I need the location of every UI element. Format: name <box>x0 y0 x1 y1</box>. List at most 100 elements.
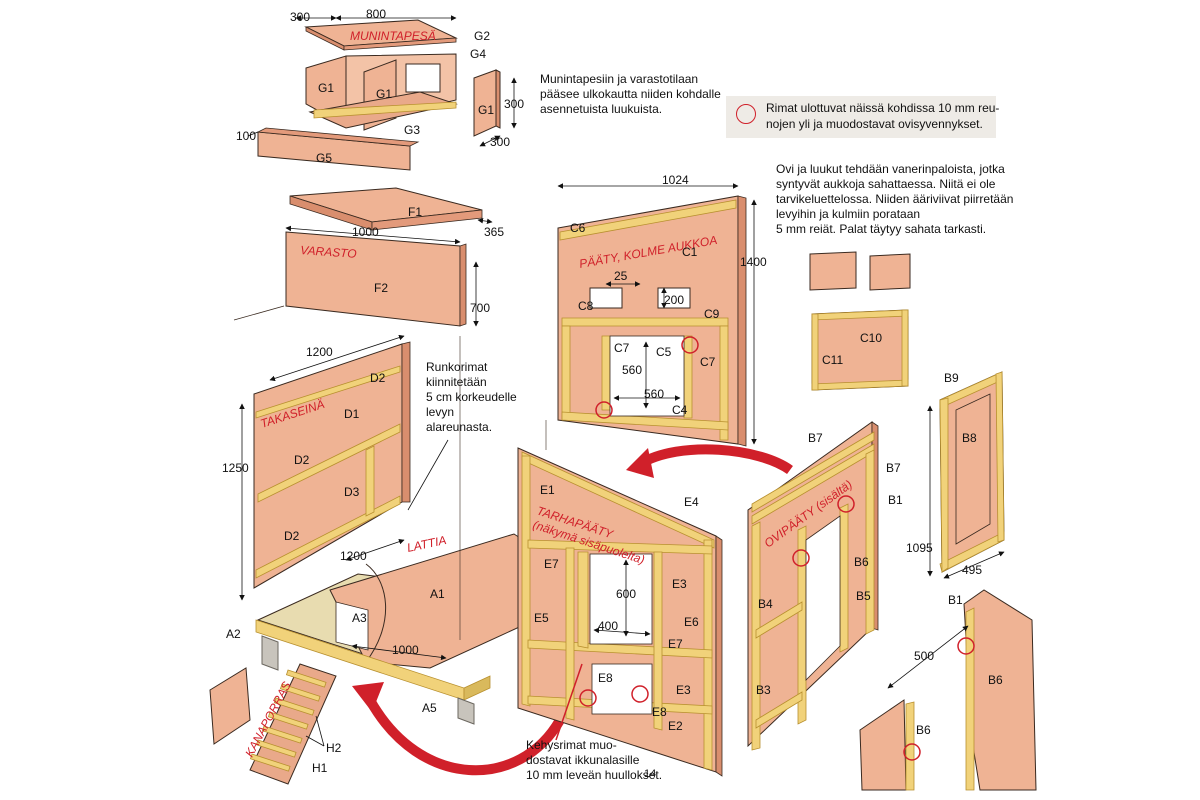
label-b7-top: B7 <box>808 431 823 445</box>
overhang-marker-door-top <box>837 495 855 513</box>
floor-dimensions <box>345 538 447 661</box>
overhang-marker-gable-left <box>595 401 613 419</box>
back-wall-dimensions <box>239 334 405 601</box>
label-d2-low: D2 <box>284 529 300 543</box>
title-lattia: LATTIA <box>406 533 448 555</box>
dim-gable-1024: 1024 <box>662 173 689 187</box>
overhang-marker-edge-low <box>903 743 921 761</box>
label-a1: A1 <box>430 587 445 601</box>
label-c1: C1 <box>682 245 698 259</box>
gable-dimensions <box>557 183 757 445</box>
red-arrow-bottom-head <box>352 682 384 712</box>
dim-nest-300-bottom: 300 <box>490 135 510 149</box>
nest-dimensions <box>247 15 517 147</box>
gable-three-openings <box>557 195 747 447</box>
red-arrow-bottom <box>365 697 565 776</box>
dim-nest-300-top: 300 <box>290 10 310 24</box>
frame-note-leader <box>407 439 449 511</box>
overhang-marker-gable-right <box>681 336 699 354</box>
label-c6: C6 <box>570 221 586 235</box>
label-c8: C8 <box>578 299 594 313</box>
label-c7-right: C7 <box>700 355 716 369</box>
overhang-marker-run-right <box>631 685 649 703</box>
nest-box-front-g5 <box>256 127 420 171</box>
note-doors-line-5: 5 mm reiät. Palat täytyy sahata tarkasti… <box>776 222 987 236</box>
dim-nest-100: 100 <box>236 129 256 143</box>
label-g1-mid: G1 <box>376 87 392 101</box>
dim-floor-1200: 1200 <box>340 549 367 563</box>
dim-storage-700: 700 <box>470 301 490 315</box>
dim-door-1095: 1095 <box>906 541 933 555</box>
overhang-marker-door-left <box>792 549 810 567</box>
red-arrow-middle <box>637 444 793 475</box>
legend-line-2: nojen yli ja muodostavat ovisyvennykset. <box>766 117 983 131</box>
label-b5: B5 <box>856 589 871 603</box>
note-access-line-1: Munintapesiin ja varastotilaan <box>540 72 699 86</box>
label-b4: B4 <box>758 597 773 611</box>
label-b1-edge: B1 <box>948 593 963 607</box>
dim-edge-500: 500 <box>914 649 934 663</box>
door-gable <box>747 421 879 751</box>
label-c10: C10 <box>860 331 882 345</box>
label-e2: E2 <box>668 719 683 733</box>
label-g4: G4 <box>470 47 486 61</box>
note-frame-line-1: Runkorimat <box>426 360 488 374</box>
label-c5: C5 <box>656 345 672 359</box>
door-panel-b8 <box>939 371 1005 573</box>
note-access-line-3: asennetuista luukuista. <box>540 102 663 116</box>
red-arrow-middle-head <box>626 448 654 478</box>
label-e3-top: E3 <box>672 577 687 591</box>
note-frame: Runkorimat kiinnitetään 5 cm korkeudelle… <box>426 360 517 435</box>
run-gable <box>517 447 723 777</box>
label-d1: D1 <box>344 407 360 421</box>
nest-box-lid-g2 <box>304 19 458 51</box>
storage-dimensions <box>285 217 493 327</box>
dim-gable-200: 200 <box>664 293 684 307</box>
title-munintapesa: MUNINTAPESÄ <box>350 29 436 43</box>
edge-batten-details <box>859 589 1037 791</box>
label-b7-right: B7 <box>886 461 901 475</box>
note-frame-line-2: kiinnitetään <box>426 375 487 389</box>
label-a5: A5 <box>422 701 437 715</box>
note-access: Munintapesiin ja varastotilaan pääsee ul… <box>540 72 721 117</box>
dim-storage-1000: 1000 <box>352 225 379 239</box>
note-doors-line-1: Ovi ja luukut tehdään vanerinpaloista, j… <box>776 162 1005 176</box>
nest-box-body <box>305 53 458 131</box>
label-c9: C9 <box>704 307 720 321</box>
note-doors-line-3: tarvikeluettelossa. Niiden ääriviivat pi… <box>776 192 1014 206</box>
label-a2: A2 <box>226 627 241 641</box>
label-b6-low: B6 <box>916 723 931 737</box>
label-h1: H1 <box>312 761 328 775</box>
dim-nest-300-right: 300 <box>504 97 524 111</box>
door-dimensions <box>927 405 1005 579</box>
note-window-line-1: Kehysrimat muo- <box>526 738 617 752</box>
note-frame-line-5: alareunasta. <box>426 420 493 434</box>
label-a3: A3 <box>352 611 367 625</box>
label-e8-left: E8 <box>598 671 613 685</box>
dim-storage-365: 365 <box>484 225 504 239</box>
label-e7-left: E7 <box>544 557 559 571</box>
label-b3: B3 <box>756 683 771 697</box>
legend-box: Rimat ulottuvat näissä kohdissa 10 mm re… <box>726 96 999 138</box>
note-window: Kehysrimat muo- dostavat ikkunalasille 1… <box>526 738 662 783</box>
label-g1-right: G1 <box>478 103 494 117</box>
dim-door-495: 495 <box>962 563 982 577</box>
note-doors: Ovi ja luukut tehdään vanerinpaloista, j… <box>776 162 1013 237</box>
dim-run-400: 400 <box>598 619 618 633</box>
dim-floor-1000: 1000 <box>392 643 419 657</box>
legend-text: Rimat ulottuvat näissä kohdissa 10 mm re… <box>766 100 999 132</box>
dim-back-1250: 1250 <box>222 461 249 475</box>
run-gable-dimensions <box>555 559 651 741</box>
label-b9: B9 <box>944 371 959 385</box>
label-f1: F1 <box>408 205 422 219</box>
label-g5: G5 <box>316 151 332 165</box>
legend-circle-icon <box>736 104 756 124</box>
label-c7-left: C7 <box>614 341 630 355</box>
label-b6-edge: B6 <box>988 673 1003 687</box>
dim-gable-560-h: 560 <box>644 387 664 401</box>
label-c4: C4 <box>672 403 688 417</box>
note-window-line-2: dostavat ikkunalasille <box>526 753 640 767</box>
ramp-assembly <box>209 663 337 785</box>
label-h2: H2 <box>326 741 342 755</box>
